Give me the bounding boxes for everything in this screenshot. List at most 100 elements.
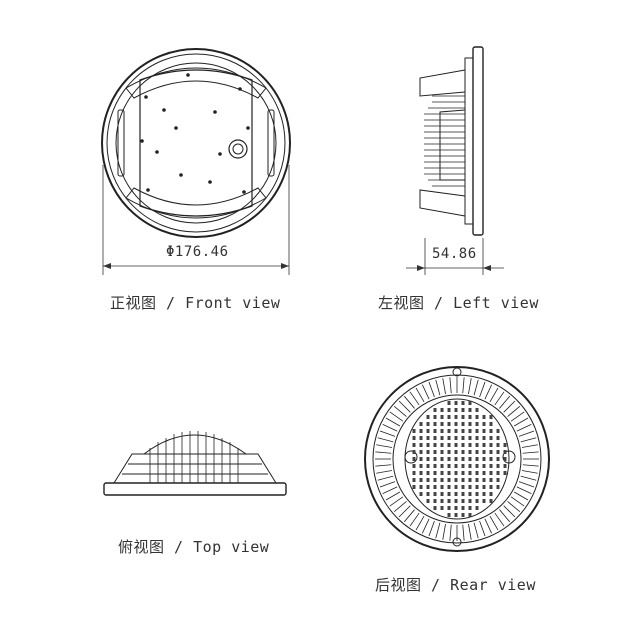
rear-fin xyxy=(398,400,411,413)
rear-cell xyxy=(468,429,472,433)
rear-cell xyxy=(440,436,444,440)
rear-cell xyxy=(475,436,479,440)
rear-cell xyxy=(461,401,465,405)
rear-cell xyxy=(482,478,486,482)
rear-cell xyxy=(440,499,444,503)
rear-cell xyxy=(433,478,437,482)
rear-cell xyxy=(496,429,500,433)
rear-fin xyxy=(398,505,411,518)
rear-cell xyxy=(482,422,486,426)
rear-cell xyxy=(489,485,493,489)
rear-cell xyxy=(496,471,500,475)
rear-fin xyxy=(479,520,486,537)
rear-cell xyxy=(433,471,437,475)
rear-cell xyxy=(419,450,423,454)
rear-cell xyxy=(454,485,458,489)
rear-cell xyxy=(503,457,507,461)
rear-fin xyxy=(518,430,535,437)
rear-cell xyxy=(468,436,472,440)
rear-cell xyxy=(447,464,451,468)
rear-fin xyxy=(379,481,396,488)
rear-cell xyxy=(447,471,451,475)
rear-cell xyxy=(433,429,437,433)
rear-fin xyxy=(435,379,441,396)
rear-cell xyxy=(468,471,472,475)
rear-cell xyxy=(447,513,451,517)
rear-cell xyxy=(440,478,444,482)
rear-fin xyxy=(510,411,525,422)
rear-cell xyxy=(454,492,458,496)
rear-cell xyxy=(440,443,444,447)
rear-cell xyxy=(440,471,444,475)
rear-cell xyxy=(412,478,416,482)
rear-cell xyxy=(461,485,465,489)
rear-cell xyxy=(496,436,500,440)
rear-cell xyxy=(412,436,416,440)
rear-view-drawing xyxy=(364,366,550,552)
rear-cell xyxy=(433,485,437,489)
rear-fin xyxy=(489,515,499,531)
rear-cell xyxy=(433,450,437,454)
rear-cell xyxy=(503,450,507,454)
rear-cell xyxy=(489,471,493,475)
rear-cell xyxy=(496,457,500,461)
rear-fin xyxy=(375,464,392,467)
rear-fin xyxy=(421,518,430,534)
rear-cell xyxy=(440,408,444,412)
rear-cell xyxy=(468,422,472,426)
rear-cell xyxy=(426,478,430,482)
rear-fin xyxy=(379,430,396,437)
rear-fin xyxy=(513,491,529,501)
rear-fin xyxy=(473,522,479,539)
rear-cell xyxy=(454,499,458,503)
rear-fin xyxy=(382,423,398,432)
rear-cell xyxy=(475,429,479,433)
rear-cell xyxy=(496,485,500,489)
rear-cell xyxy=(454,506,458,510)
rear-fin xyxy=(409,512,420,527)
rear-fin xyxy=(499,509,511,523)
rear-cell xyxy=(496,464,500,468)
rear-cell xyxy=(461,436,465,440)
rear-cell xyxy=(461,471,465,475)
rear-cell xyxy=(461,429,465,433)
rear-fin xyxy=(382,486,398,495)
rear-cell xyxy=(482,436,486,440)
rear-cell xyxy=(419,492,423,496)
rear-cell xyxy=(475,422,479,426)
rear-cell xyxy=(489,464,493,468)
rear-cell xyxy=(475,450,479,454)
rear-cell xyxy=(412,457,416,461)
rear-fin xyxy=(516,486,532,495)
rear-cell xyxy=(468,415,472,419)
rear-cell xyxy=(440,429,444,433)
rear-fin xyxy=(409,391,420,406)
rear-fin xyxy=(442,523,446,540)
rear-cell xyxy=(454,422,458,426)
rear-cell xyxy=(412,443,416,447)
top-view-drawing xyxy=(103,431,287,496)
rear-fin xyxy=(522,464,539,467)
rear-fin xyxy=(449,377,452,394)
rear-cell xyxy=(468,485,472,489)
rear-cell xyxy=(412,429,416,433)
rear-cell xyxy=(454,513,458,517)
rear-fin xyxy=(516,423,532,432)
rear-cell xyxy=(426,450,430,454)
rear-cell xyxy=(426,429,430,433)
front-view-caption: 正视图 / Front view xyxy=(110,294,281,312)
rear-cell xyxy=(468,492,472,496)
rear-cell xyxy=(454,401,458,405)
rear-cell xyxy=(461,457,465,461)
rear-cell xyxy=(447,443,451,447)
rear-view: 后视图 / Rear view xyxy=(320,320,640,640)
rear-cell xyxy=(426,443,430,447)
rear-cell xyxy=(482,471,486,475)
rear-cell xyxy=(461,499,465,503)
rear-cell xyxy=(489,415,493,419)
rear-cell xyxy=(468,457,472,461)
rear-cell xyxy=(419,443,423,447)
rear-cell xyxy=(475,408,479,412)
rear-fin xyxy=(521,444,538,448)
rear-cell xyxy=(433,443,437,447)
